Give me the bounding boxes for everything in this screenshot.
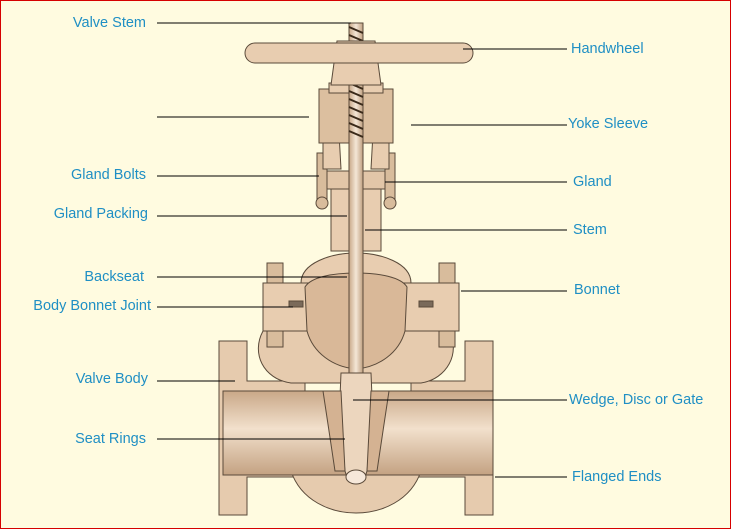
label-handwheel: Handwheel [571, 41, 644, 57]
label-yoke-sleeve: Yoke Sleeve [568, 116, 649, 132]
label-gland: Gland [573, 174, 612, 190]
label-gland-packing: Gland Packing [53, 206, 148, 222]
label-stem: Stem [573, 222, 607, 238]
label-flanged-ends: Flanged Ends [572, 469, 662, 485]
label-seat-rings: Seat Rings [75, 431, 146, 447]
label-backseat: Backseat [84, 269, 144, 285]
label-wedge: Wedge, Disc or Gate [569, 392, 704, 408]
label-gland-bolts: Gland Bolts [71, 167, 146, 183]
label-bonnet: Bonnet [574, 282, 620, 298]
label-valve-body: Valve Body [75, 371, 148, 387]
label-valve-stem: Valve Stem [72, 15, 146, 31]
bonnet-neck [244, 22, 474, 374]
label-body-bonnet-joint: Body Bonnet Joint [33, 298, 151, 314]
leader-lines [157, 22, 567, 478]
